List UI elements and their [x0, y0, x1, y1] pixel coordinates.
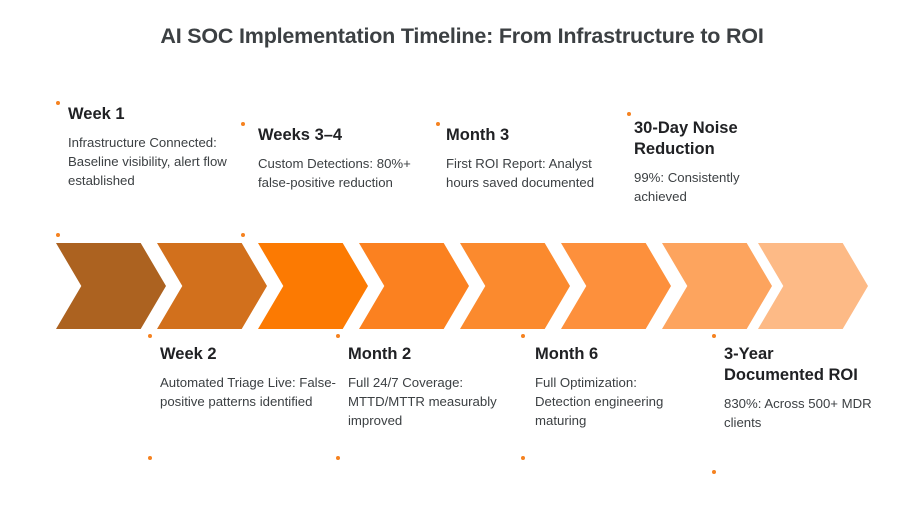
stage-description: 99%: Consistently achieved [634, 170, 740, 204]
timeline-stage-week-1[interactable]: Week 1 Infrastructure Connected: Baselin… [68, 104, 248, 190]
marker-dot-7 [148, 334, 152, 338]
stage-heading: 3-Year Documented ROI [724, 345, 858, 385]
marker-dot-4 [241, 233, 245, 237]
stage-heading: 30-Day Noise Reduction [634, 119, 738, 159]
timeline-chevron-1 [56, 243, 166, 329]
marker-dot-6 [627, 112, 631, 116]
marker-dot-12 [521, 456, 525, 460]
marker-dot-11 [521, 334, 525, 338]
marker-dot-10 [336, 456, 340, 460]
timeline-chevron-4 [359, 243, 469, 329]
marker-dot-2 [56, 233, 60, 237]
stage-description: Full Optimization: Detection engineering… [535, 375, 664, 428]
stage-heading: Month 6 [535, 345, 599, 363]
stage-description: 830%: Across 500+ MDR clients [724, 396, 872, 430]
stage-description: Infrastructure Connected: Baseline visib… [68, 135, 227, 188]
timeline-stage-weeks-3-4[interactable]: Weeks 3–4 Custom Detections: 80%+ false-… [258, 125, 438, 193]
stage-heading: Week 2 [160, 345, 217, 363]
timeline-stage-month-3[interactable]: Month 3 First ROI Report: Analyst hours … [446, 125, 626, 193]
timeline-chevron-6 [561, 243, 671, 329]
stage-heading: Month 3 [446, 126, 510, 144]
timeline-chevron-5 [460, 243, 570, 329]
timeline-stage-30-day-noise-reduction[interactable]: 30-Day Noise Reduction 99%: Consistently… [634, 118, 784, 207]
marker-dot-8 [148, 456, 152, 460]
stage-description: First ROI Report: Analyst hours saved do… [446, 156, 595, 190]
timeline-chevron-band [56, 243, 868, 329]
timeline-stage-month-2[interactable]: Month 2 Full 24/7 Coverage: MTTD/MTTR me… [348, 344, 528, 430]
timeline-chevron-7 [662, 243, 772, 329]
marker-dot-13 [712, 334, 716, 338]
stage-heading: Month 2 [348, 345, 412, 363]
timeline-chevron-3 [258, 243, 368, 329]
timeline-stage-month-6[interactable]: Month 6 Full Optimization: Detection eng… [535, 344, 685, 430]
marker-dot-14 [712, 470, 716, 474]
page-title: AI SOC Implementation Timeline: From Inf… [160, 24, 764, 48]
timeline-stage-week-2[interactable]: Week 2 Automated Triage Live: False-posi… [160, 344, 340, 412]
stage-heading: Weeks 3–4 [258, 126, 343, 144]
stage-description: Custom Detections: 80%+ false-positive r… [258, 156, 411, 190]
timeline-stage-3-year-documented-roi[interactable]: 3-Year Documented ROI 830%: Across 500+ … [724, 344, 874, 433]
marker-dot-3 [241, 122, 245, 126]
stage-heading: Week 1 [68, 105, 125, 123]
marker-dot-1 [56, 101, 60, 105]
stage-description: Full 24/7 Coverage: MTTD/MTTR measurably… [348, 375, 497, 428]
marker-dot-5 [436, 122, 440, 126]
timeline-chevron-2 [157, 243, 267, 329]
stage-description: Automated Triage Live: False-positive pa… [160, 375, 336, 409]
marker-dot-9 [336, 334, 340, 338]
timeline-chevron-8 [758, 243, 868, 329]
